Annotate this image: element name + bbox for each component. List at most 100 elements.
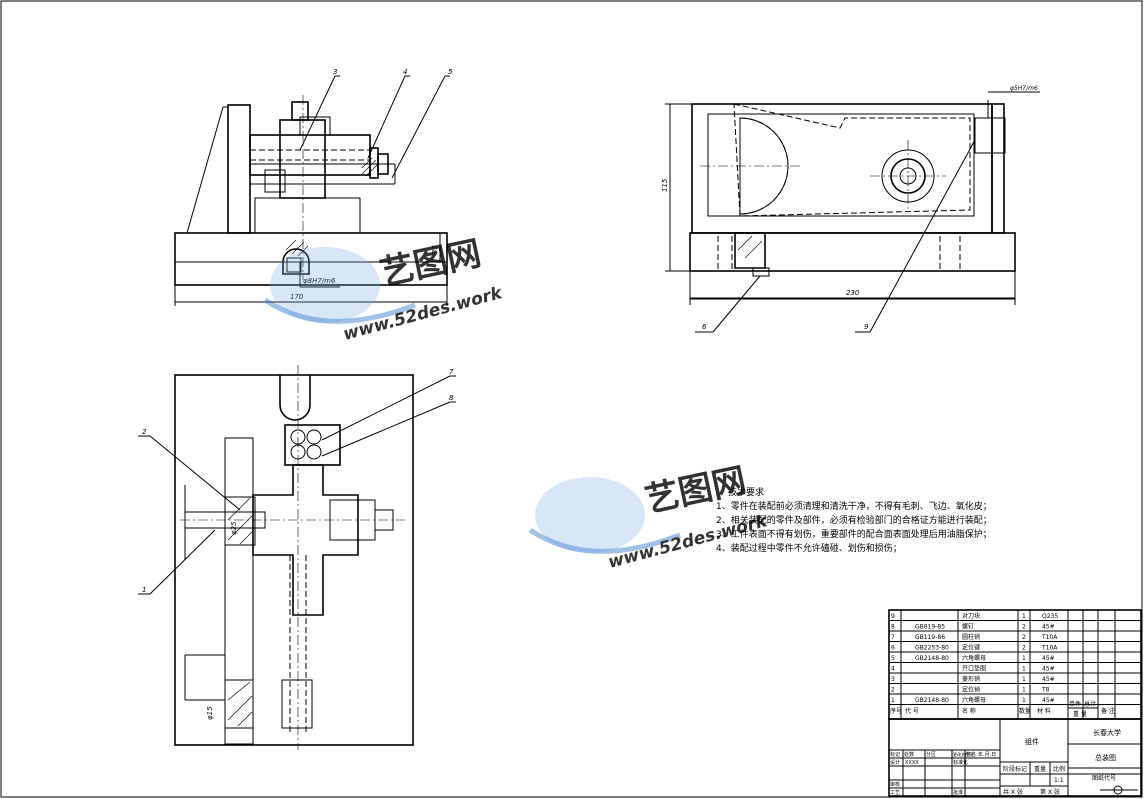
title-stage-label: 阶段标记 bbox=[1003, 765, 1027, 773]
bom-cell-qty: 1 bbox=[1022, 613, 1026, 620]
bom-cell-no: 2 bbox=[891, 687, 895, 694]
tech-item-3: 3、工件表面不得有划伤，重要部件的配合面表面处理后用油脂保护； bbox=[716, 528, 992, 540]
bom-cell-material: 45# bbox=[1042, 676, 1055, 683]
bom-cell-name: 六角螺母 bbox=[962, 654, 986, 662]
side-view: φ5H7/m6 115 230 6 9 bbox=[661, 85, 1040, 333]
bom-header-total: 总计 bbox=[1084, 700, 1096, 708]
bom-cell-material: 45# bbox=[1042, 697, 1055, 704]
bom-cell-qty: 2 bbox=[1022, 645, 1026, 652]
bom-cell-material: 45# bbox=[1042, 666, 1055, 673]
dim-plan-small: φ15 bbox=[206, 706, 214, 720]
bom-header-remark: 备 注 bbox=[1101, 707, 1115, 715]
title-block: 组件 长春大学 总装图 图纸代号 阶段标记 重量 比例 1:1 共 X 张 第 … bbox=[888, 718, 1142, 797]
title-designer: XXXX bbox=[905, 760, 919, 766]
dim-right-height: 115 bbox=[661, 178, 669, 192]
bom-cell-material: T10A bbox=[1041, 645, 1058, 652]
bom-cell-qty: 2 bbox=[1022, 634, 1026, 641]
bom-cell-name: 菱形销 bbox=[962, 675, 980, 683]
bom-cell-no: 9 bbox=[891, 613, 895, 620]
callout-3: 3 bbox=[333, 68, 337, 76]
callout-6: 6 bbox=[702, 323, 707, 331]
title-sheet: 第 X 张 bbox=[1040, 788, 1060, 796]
title-date-label: 年.月.日 bbox=[978, 751, 996, 758]
bom-cell-qty: 1 bbox=[1022, 655, 1026, 662]
dim-left-height: 35 bbox=[431, 245, 439, 254]
bom-cell-code: GB819-85 bbox=[915, 624, 945, 631]
title-change-label: 更改文件号 bbox=[953, 751, 973, 757]
bom-cell-code: GB2253-80 bbox=[915, 645, 949, 652]
bom-cell-name: 螺钉 bbox=[962, 623, 974, 631]
bom-cell-material: T10A bbox=[1041, 634, 1058, 641]
title-drawing-code: 图纸代号 bbox=[1092, 774, 1116, 782]
tech-item-2: 2、相关装配的零件及部件，必须有检验部门的合格证方能进行装配； bbox=[716, 514, 992, 526]
bom-cell-no: 3 bbox=[891, 676, 895, 683]
tech-title: 技术要求 bbox=[728, 486, 764, 498]
bom-header-unit: 单件 bbox=[1069, 700, 1081, 708]
callout-1: 1 bbox=[142, 586, 146, 594]
title-approve-label: 批准 bbox=[953, 789, 963, 796]
title-drawing-name: 总装图 bbox=[1095, 753, 1116, 762]
title-count-label: 处数 bbox=[904, 751, 914, 758]
bom-header-code: 代 号 bbox=[905, 707, 919, 715]
callout-9: 9 bbox=[864, 323, 869, 331]
bom-cell-name: 定位销 bbox=[962, 686, 980, 694]
bom-cell-code: GB2148-80 bbox=[915, 655, 949, 662]
plan-view: φ25 φ15 7 8 2 1 bbox=[138, 365, 456, 750]
side-base bbox=[689, 232, 1016, 272]
title-school: 长春大学 bbox=[1093, 728, 1121, 737]
bom-cell-no: 4 bbox=[891, 666, 895, 673]
dim-right-fit: φ5H7/m6 bbox=[1010, 85, 1038, 92]
title-scale: 1:1 bbox=[1054, 777, 1064, 784]
bom-cell-no: 5 bbox=[891, 655, 895, 662]
title-zone-label: 分区 bbox=[926, 751, 936, 758]
bom-cell-name: 对刀块 bbox=[962, 612, 980, 620]
bom-cell-no: 6 bbox=[891, 645, 895, 652]
front-upright bbox=[227, 104, 251, 234]
callout-7: 7 bbox=[449, 368, 454, 376]
bom-cell-no: 7 bbox=[891, 634, 895, 641]
tech-item-1: 1、零件在装配前必须清理和清洗干净，不得有毛刺、飞边、氧化皮； bbox=[716, 500, 992, 512]
bom-cell-name: 六角螺母 bbox=[962, 696, 986, 704]
bom-cell-material: 45# bbox=[1042, 655, 1055, 662]
title-sign-label: 签名 bbox=[966, 751, 976, 758]
title-weight-label: 重量 bbox=[1034, 765, 1046, 773]
title-designer-label: 设计 bbox=[890, 759, 900, 766]
bom-cell-material: T8 bbox=[1041, 687, 1050, 694]
tech-item-4: 4、装配过程中零件不允许磕碰、划伤和损伤； bbox=[716, 542, 902, 554]
bom-cell-no: 1 bbox=[891, 697, 895, 704]
callout-8: 8 bbox=[449, 394, 454, 402]
bom-header-material: 材 料 bbox=[1037, 707, 1051, 715]
plan-outline bbox=[174, 374, 414, 746]
bom-cell-name: 圆柱销 bbox=[962, 633, 980, 641]
title-revision-label: 标记 bbox=[890, 751, 900, 758]
bom-cell-code: GB2148-80 bbox=[915, 697, 949, 704]
title-process-label: 工艺 bbox=[890, 790, 900, 796]
dim-left-fit: φ8H7/m6 bbox=[303, 277, 336, 285]
dim-left-width: 170 bbox=[290, 293, 304, 301]
bom-cell-no: 8 bbox=[891, 624, 895, 631]
bom-cell-material: Q235 bbox=[1042, 613, 1058, 620]
bom-header-weight: 重 量 bbox=[1073, 710, 1087, 718]
dim-right-width: 230 bbox=[846, 289, 860, 297]
bom-cell-qty: 1 bbox=[1022, 697, 1026, 704]
front-view: 3 4 5 170 35 φ8H7/m6 bbox=[174, 68, 453, 306]
title-scale-label: 比例 bbox=[1053, 765, 1065, 773]
bom-cell-name: 开口垫圈 bbox=[962, 665, 986, 673]
callout-5: 5 bbox=[448, 68, 453, 76]
bom-cell-qty: 1 bbox=[1022, 666, 1026, 673]
bom-header-qty: 数量 bbox=[1019, 707, 1031, 715]
dim-plan-bore: φ25 bbox=[230, 521, 238, 535]
callout-4: 4 bbox=[403, 68, 407, 76]
callout-2: 2 bbox=[142, 428, 147, 436]
title-sheets: 共 X 张 bbox=[1003, 788, 1023, 796]
bom-cell-name: 定位键 bbox=[962, 644, 980, 652]
bom-cell-material: 45# bbox=[1042, 624, 1055, 631]
bom-cell-qty: 1 bbox=[1022, 676, 1026, 683]
title-check-label: 审核 bbox=[890, 781, 900, 788]
bom-cell-code: GB119-86 bbox=[915, 634, 945, 641]
title-assembly: 组件 bbox=[1025, 737, 1039, 746]
bom-cell-qty: 2 bbox=[1022, 624, 1026, 631]
